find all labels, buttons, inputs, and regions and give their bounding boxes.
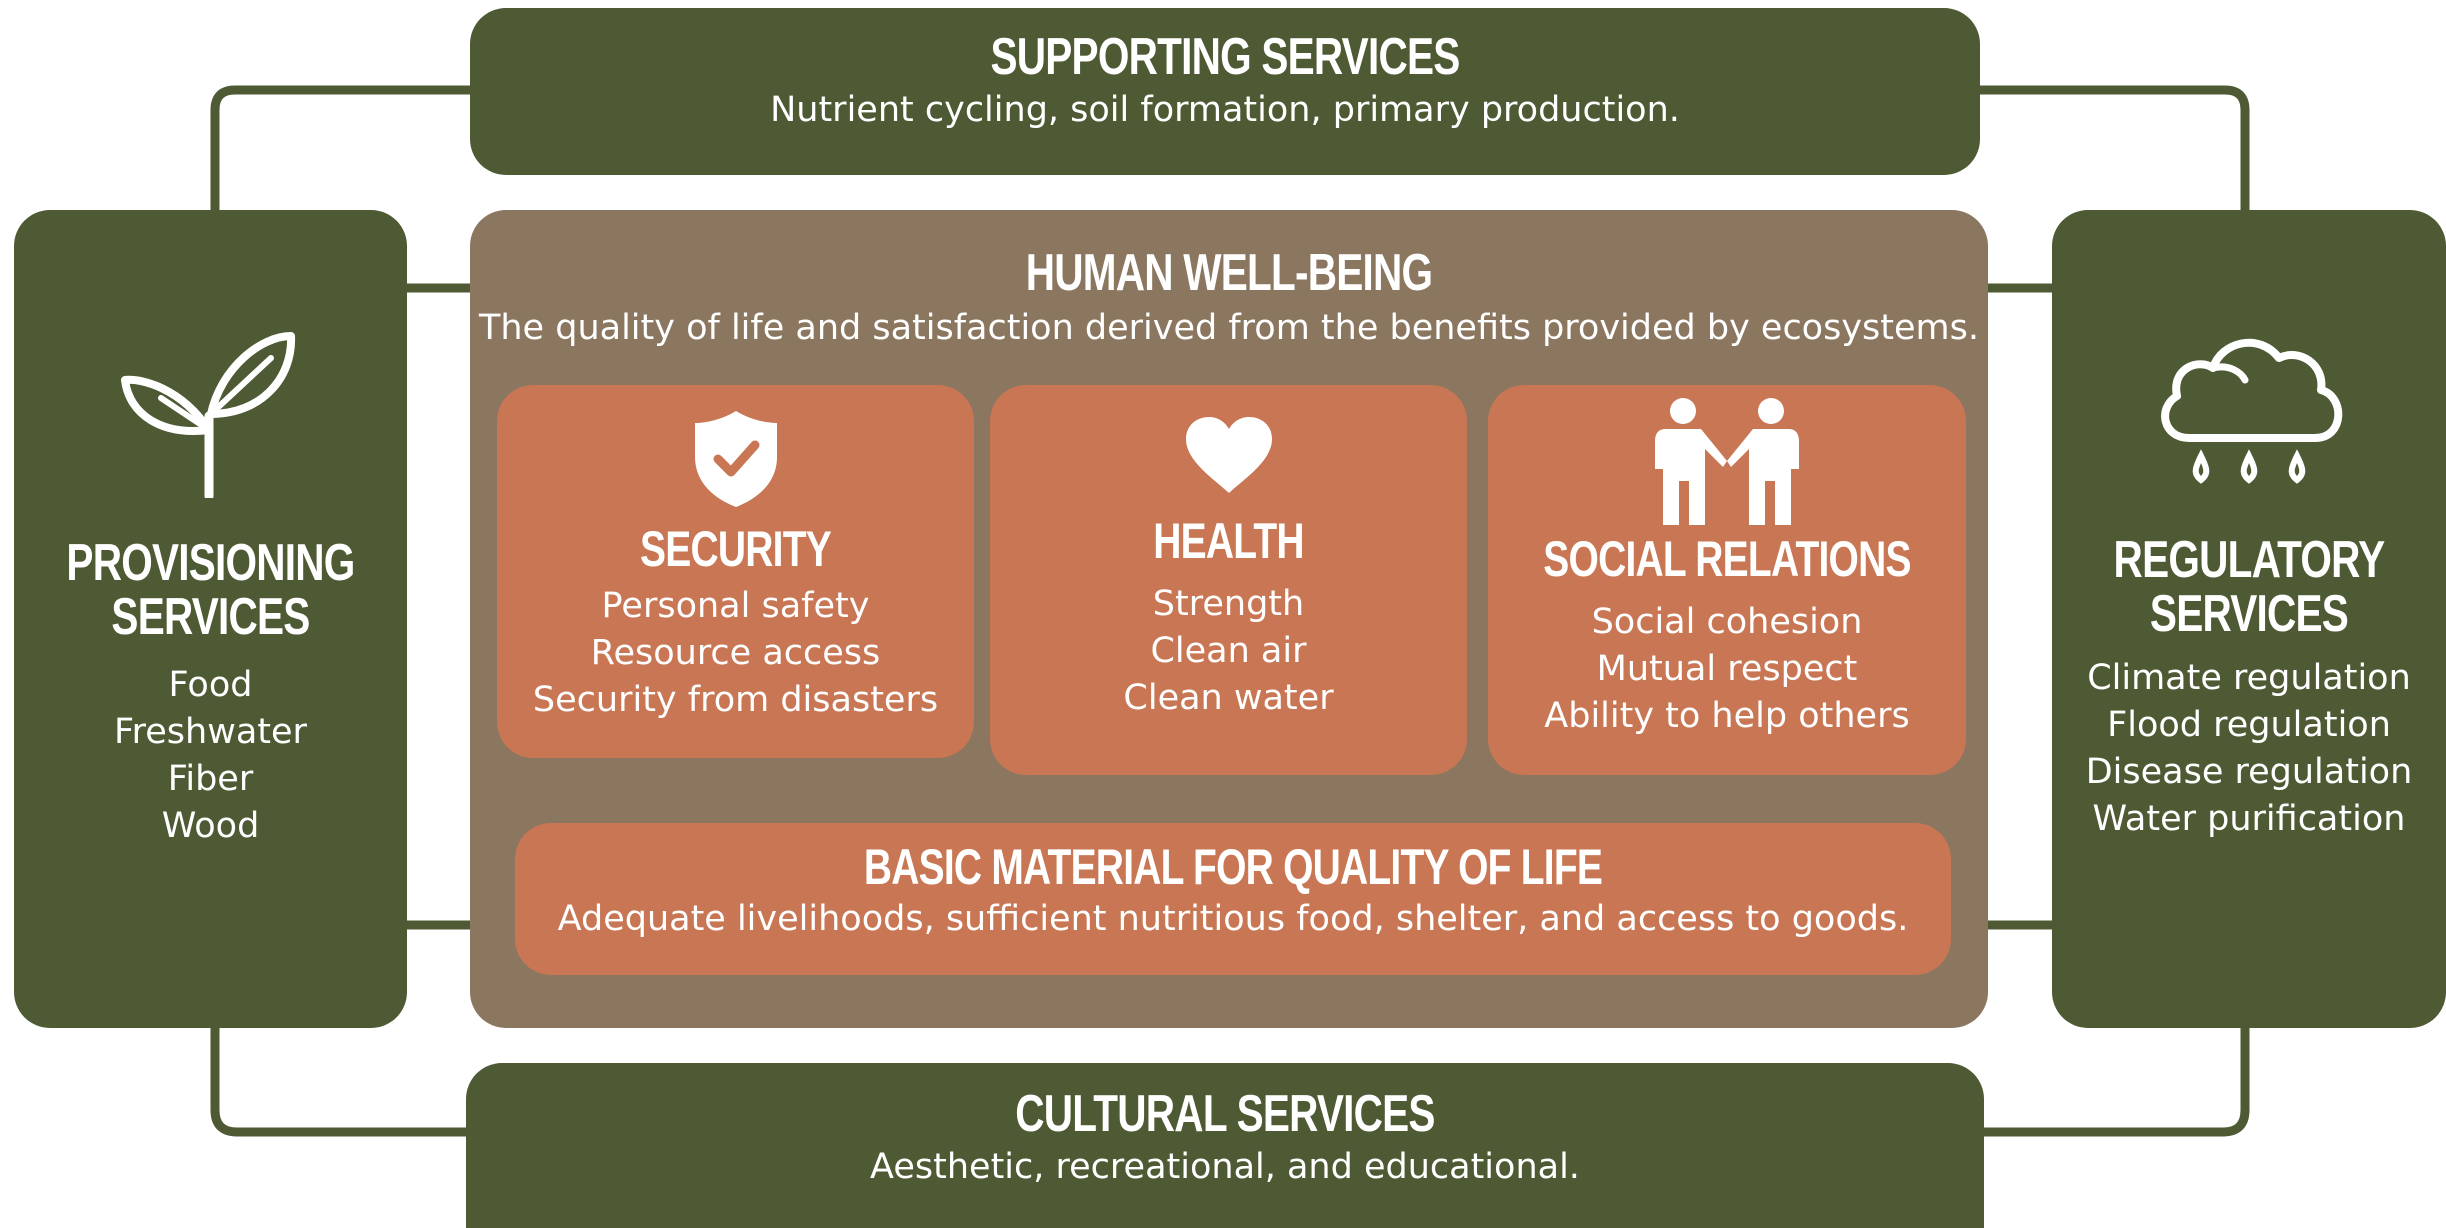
list-item: Wood <box>161 806 260 847</box>
list-item: Personal safety <box>601 586 870 626</box>
list-item: Clean water <box>1123 678 1334 718</box>
people-handshake-icon <box>1647 397 1807 527</box>
list-item: Social cohesion <box>1591 602 1863 642</box>
supporting-services-description: Nutrient cycling, soil formation, primar… <box>770 90 1680 131</box>
health-card: HEALTH Strength Clean air Clean water <box>990 385 1467 775</box>
list-item: Fiber <box>167 759 254 800</box>
list-item: Strength <box>1152 584 1305 624</box>
human-wellbeing-description: The quality of life and satisfaction der… <box>479 308 1979 349</box>
supporting-services-box: SUPPORTING SERVICES Nutrient cycling, so… <box>470 8 1980 175</box>
basic-material-card: BASIC MATERIAL FOR QUALITY OF LIFE Adequ… <box>515 823 1951 975</box>
list-item: Flood regulation <box>2107 705 2391 746</box>
list-item: Disease regulation <box>2085 752 2413 793</box>
heart-icon <box>1184 415 1274 495</box>
list-item: Security from disasters <box>532 680 939 720</box>
health-list: Strength Clean air Clean water <box>990 581 1467 722</box>
regulatory-title-line2: SERVICES <box>2149 585 2349 644</box>
supporting-services-title: SUPPORTING SERVICES <box>990 28 1460 86</box>
regulatory-services-box: REGULATORY SERVICES Climate regulation F… <box>2052 210 2446 1028</box>
list-item: Food <box>168 665 253 706</box>
provisioning-services-box: PROVISIONING SERVICES Food Freshwater Fi… <box>14 210 407 1028</box>
regulatory-title-line1: REGULATORY <box>2113 531 2386 589</box>
list-item: Mutual respect <box>1596 649 1858 689</box>
basic-material-title: BASIC MATERIAL FOR QUALITY OF LIFE <box>863 839 1603 895</box>
security-title: SECURITY <box>640 521 832 577</box>
social-relations-card: SOCIAL RELATIONS Social cohesion Mutual … <box>1488 385 1966 775</box>
connector-provisioning-cultural <box>210 1025 470 1137</box>
cultural-services-description: Aesthetic, recreational, and educational… <box>870 1147 1580 1188</box>
provisioning-list: Food Freshwater Fiber Wood <box>14 662 407 850</box>
connector-supporting-regulatory <box>1975 85 2250 215</box>
list-item: Clean air <box>1150 631 1307 671</box>
social-relations-list: Social cohesion Mutual respect Ability t… <box>1488 599 1966 740</box>
social-relations-title: SOCIAL RELATIONS <box>1543 531 1911 587</box>
list-item: Climate regulation <box>2087 658 2411 699</box>
sprout-icon <box>120 318 301 501</box>
basic-material-description: Adequate livelihoods, sufficient nutriti… <box>557 899 1909 939</box>
health-title: HEALTH <box>1153 513 1304 569</box>
connector-supporting-provisioning <box>210 85 470 215</box>
provisioning-title-line1: PROVISIONING <box>66 534 355 592</box>
list-item: Freshwater <box>114 712 307 753</box>
cultural-services-title: CULTURAL SERVICES <box>1015 1085 1435 1143</box>
list-item: Ability to help others <box>1544 696 1910 736</box>
list-item: Water purification <box>2092 799 2406 840</box>
security-list: Personal safety Resource access Security… <box>497 583 974 724</box>
list-item: Resource access <box>590 633 881 673</box>
cultural-services-box: CULTURAL SERVICES Aesthetic, recreationa… <box>466 1063 1984 1228</box>
security-card: SECURITY Personal safety Resource access… <box>497 385 974 758</box>
regulatory-list: Climate regulation Flood regulation Dise… <box>2052 655 2446 843</box>
connector-regulatory-cultural <box>1980 1025 2250 1137</box>
provisioning-title-line2: SERVICES <box>111 588 310 647</box>
rain-cloud-icon <box>2149 328 2349 498</box>
shield-check-icon <box>691 409 781 509</box>
human-wellbeing-title: HUMAN WELL-BEING <box>1025 244 1433 302</box>
